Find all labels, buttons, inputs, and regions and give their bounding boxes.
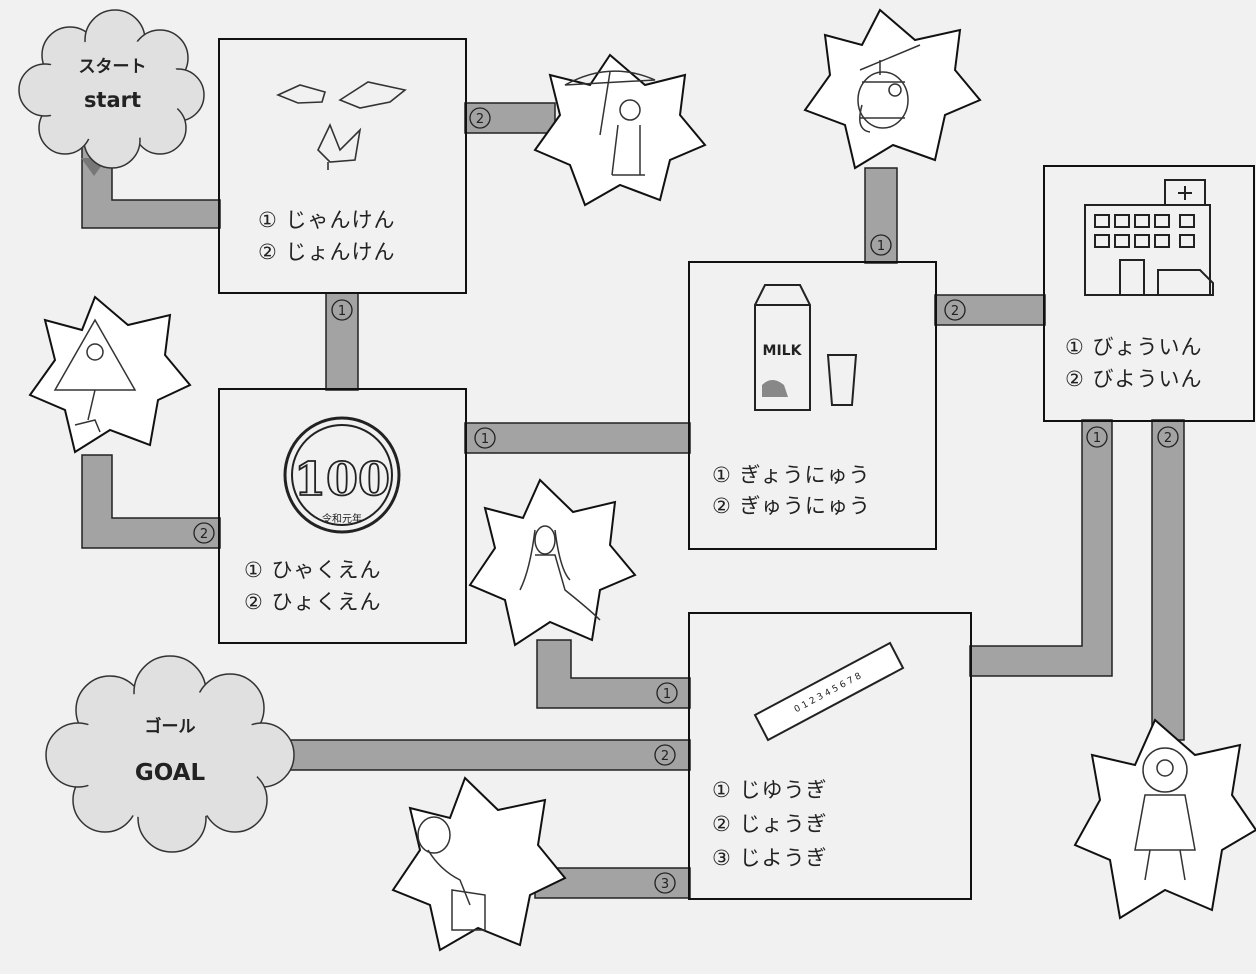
svg-text:2: 2 [476,112,484,127]
svg-text:1: 1 [481,432,489,447]
gyuunyuu-option-2[interactable]: ② ぎゅうにゅう [712,490,871,520]
janken-option-2[interactable]: ② じょんけん [258,236,396,266]
monster-yurei[interactable] [470,480,635,645]
path-hyakuen-to-gyuunyuu[interactable] [465,423,690,453]
monster-kasa-obake-b[interactable] [30,297,190,452]
monster-hitotsume-kozo[interactable] [1075,720,1256,918]
goal-label-jp: ゴール [115,712,225,737]
goal-label-en: GOAL [115,760,225,786]
jougi-option-3[interactable]: ③ じようぎ [712,842,828,872]
jougi-option-2[interactable]: ② じょうぎ [712,808,828,838]
svg-text:1: 1 [338,304,346,319]
svg-text:2: 2 [661,749,669,764]
svg-text:2: 2 [200,527,208,542]
byouin-option-1[interactable]: ① びょういん [1065,331,1203,361]
svg-text:1: 1 [663,687,671,702]
start-label-en: start [55,88,170,112]
box-janken[interactable]: ① じゃんけん ② じょんけん [218,38,467,294]
jougi-option-1[interactable]: ① じゆうぎ [712,774,828,804]
start-label-jp: スタート [55,52,170,77]
svg-text:2: 2 [951,304,959,319]
goal-cloud[interactable] [46,656,294,852]
path-jougi-to-goal[interactable] [288,740,690,770]
hyakuen-option-2[interactable]: ② ひょくえん [244,586,382,616]
svg-text:1: 1 [1093,431,1101,446]
byouin-option-2[interactable]: ② びよういん [1065,363,1203,393]
box-hyakuen[interactable]: ① ひゃくえん ② ひょくえん [218,388,467,644]
monster-kasa-obake-a[interactable] [535,55,705,205]
box-gyuunyuu[interactable]: ① ぎょうにゅう ② ぎゅうにゅう [688,261,937,550]
monster-chochin-obake[interactable] [805,10,980,168]
svg-text:3: 3 [661,877,669,892]
box-jougi[interactable]: ① じゆうぎ ② じょうぎ ③ じようぎ [688,612,972,900]
hyakuen-option-1[interactable]: ① ひゃくえん [244,554,382,584]
svg-text:1: 1 [877,239,885,254]
path-byouin-to-hitotsume[interactable] [1152,420,1184,740]
path-byouin-to-jougi[interactable] [970,420,1112,676]
gyuunyuu-option-1[interactable]: ① ぎょうにゅう [712,459,870,489]
janken-option-1[interactable]: ① じゃんけん [258,204,396,234]
monster-rokurokubi[interactable] [393,778,565,950]
box-byouin[interactable]: ① びょういん ② びよういん [1043,165,1255,422]
svg-text:2: 2 [1164,431,1172,446]
